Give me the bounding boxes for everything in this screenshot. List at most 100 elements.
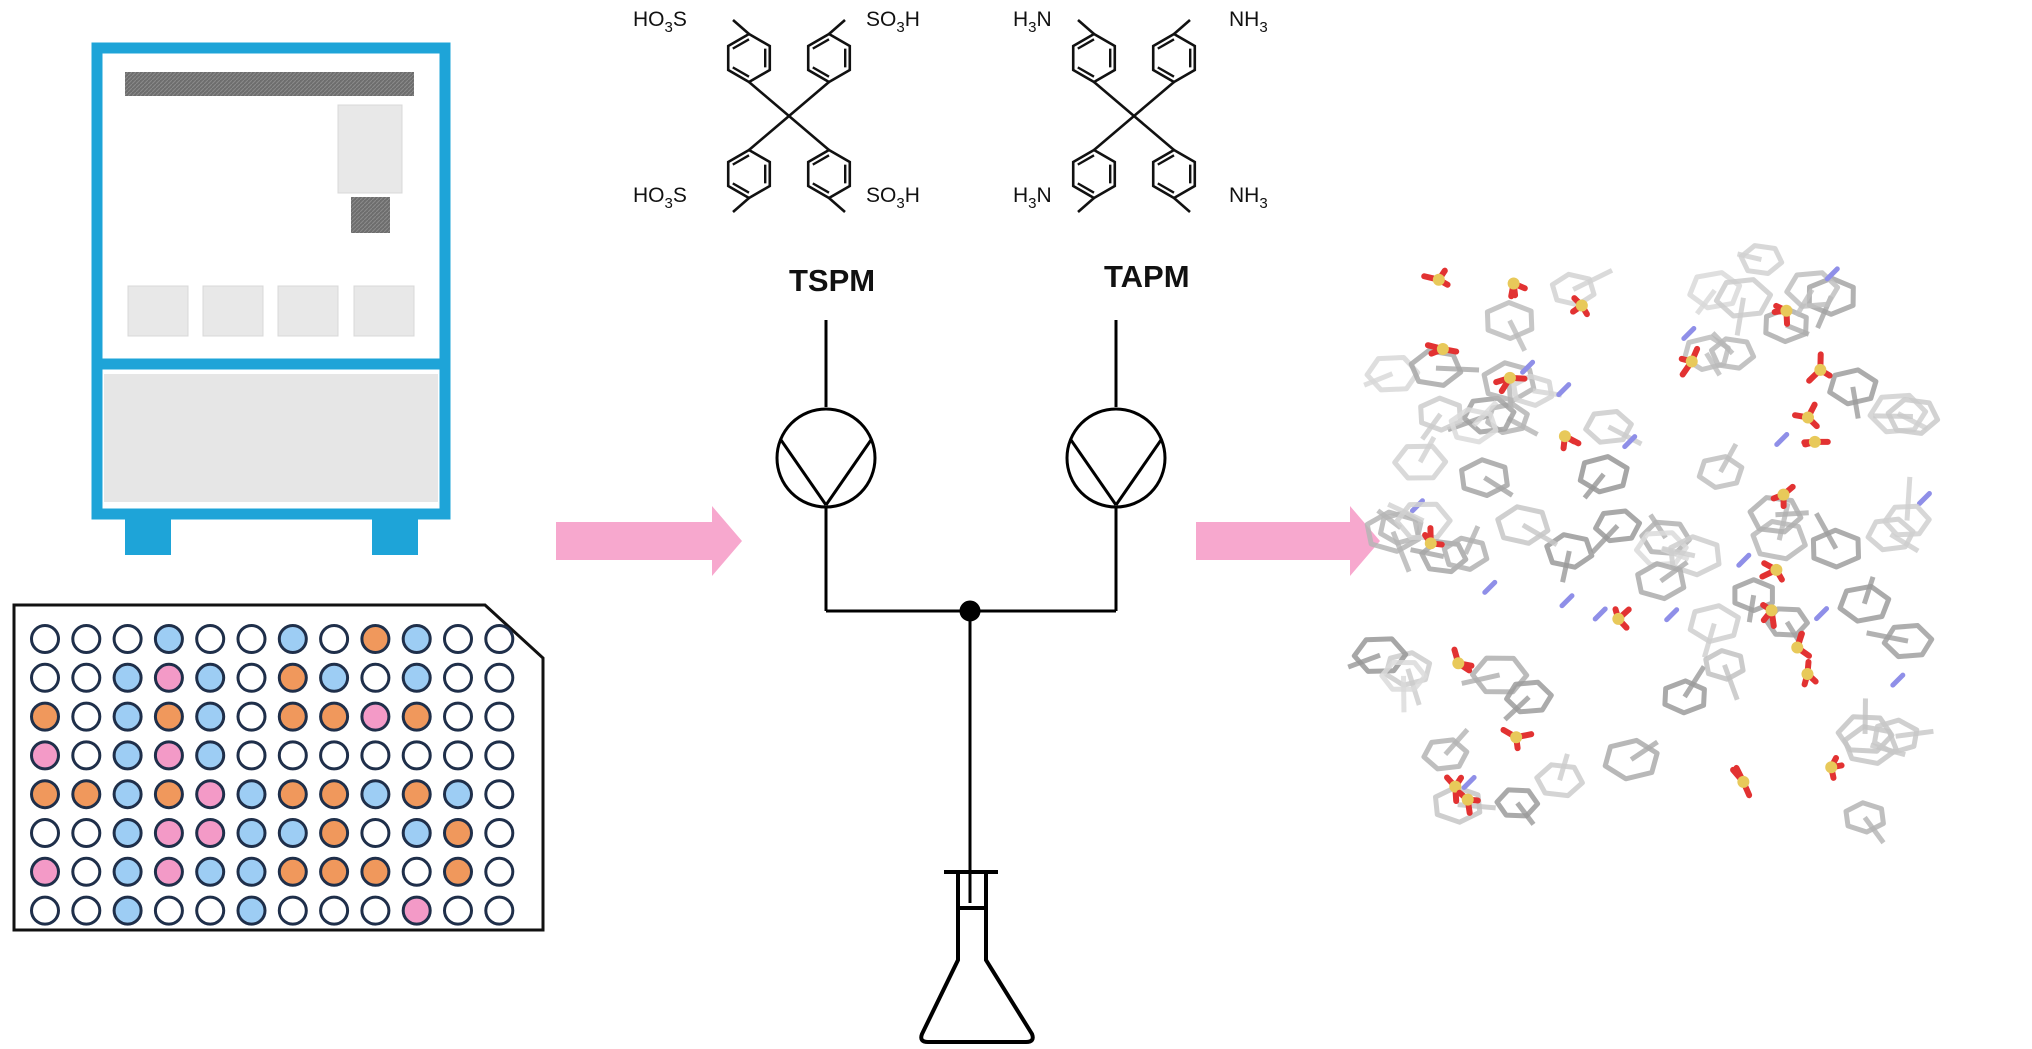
crystal-ring bbox=[1843, 800, 1886, 835]
crystal-ring bbox=[1583, 409, 1634, 445]
crystal-ring bbox=[1837, 583, 1892, 624]
tapm-structure bbox=[1071, 19, 1197, 213]
sulfur-atom bbox=[1461, 793, 1474, 806]
well bbox=[277, 779, 308, 810]
nitrogen-atom bbox=[1824, 266, 1840, 282]
crystal-ring bbox=[1394, 501, 1453, 540]
crystal-ring bbox=[1441, 535, 1490, 572]
nitrogen-atom bbox=[1622, 434, 1638, 450]
well bbox=[360, 662, 391, 693]
crystal-ring bbox=[1511, 373, 1555, 408]
nitrogen-atom bbox=[1559, 593, 1575, 609]
crystal-ring bbox=[1835, 714, 1895, 754]
well bbox=[236, 662, 267, 693]
crystal-ring bbox=[1593, 508, 1642, 544]
sulfur-atom bbox=[1612, 612, 1625, 625]
crystal-ring bbox=[1750, 519, 1808, 562]
well bbox=[236, 779, 267, 810]
sulfur-atom bbox=[1510, 731, 1523, 744]
well bbox=[153, 779, 184, 810]
well bbox=[71, 779, 102, 810]
well bbox=[401, 818, 432, 848]
well bbox=[71, 818, 102, 848]
well bbox=[484, 662, 515, 693]
sulfur-atom bbox=[1791, 641, 1804, 654]
sulfur-atom bbox=[1770, 563, 1783, 576]
robot-foot-right bbox=[372, 519, 418, 555]
crystal-ring bbox=[1351, 636, 1409, 674]
well bbox=[319, 856, 350, 887]
well bbox=[319, 740, 350, 771]
well bbox=[277, 701, 308, 732]
robot-slot-4 bbox=[353, 285, 415, 337]
well bbox=[195, 818, 226, 848]
sulfur-atom bbox=[1808, 435, 1821, 448]
nitrogen-atom bbox=[1774, 431, 1790, 447]
sulfur-atom bbox=[1507, 277, 1520, 290]
benzene-ring bbox=[806, 32, 852, 84]
well bbox=[484, 740, 515, 771]
well bbox=[195, 895, 226, 926]
nitrogen-atom bbox=[1556, 382, 1572, 398]
tspm-label-top-right: SO3H bbox=[866, 8, 920, 36]
pump-right-icon bbox=[1065, 407, 1167, 509]
crystal-ring bbox=[1709, 336, 1757, 371]
robot-slot-1 bbox=[127, 285, 189, 337]
well bbox=[112, 818, 143, 848]
sulfur-atom bbox=[1801, 668, 1814, 681]
well bbox=[71, 895, 102, 926]
crystal-ring bbox=[1696, 454, 1745, 490]
crystal-ring bbox=[1461, 395, 1517, 435]
well bbox=[30, 779, 60, 810]
crystal-ring bbox=[1408, 348, 1464, 388]
well bbox=[484, 701, 515, 732]
robot-slot-2 bbox=[202, 285, 264, 337]
well bbox=[195, 624, 226, 654]
benzene-ring bbox=[806, 148, 852, 200]
sulfur-atom bbox=[1777, 488, 1790, 501]
crystal-ring bbox=[1668, 534, 1722, 578]
well bbox=[277, 740, 308, 771]
flow-schematic bbox=[775, 320, 1167, 1044]
well bbox=[71, 701, 102, 732]
well bbox=[236, 818, 267, 848]
sulfur-atom bbox=[1685, 355, 1698, 368]
well bbox=[195, 701, 226, 732]
well bbox=[112, 662, 143, 693]
sulfur-atom bbox=[1424, 537, 1437, 550]
well bbox=[401, 856, 432, 887]
crystal-ring bbox=[1872, 717, 1920, 755]
well bbox=[112, 895, 143, 926]
well bbox=[112, 740, 143, 771]
well-plate bbox=[12, 603, 545, 932]
tapm-label-bottom-right: NH3 bbox=[1229, 184, 1268, 212]
well bbox=[319, 895, 350, 926]
crystal-ring bbox=[1433, 784, 1483, 825]
well bbox=[236, 740, 267, 771]
benzene-ring bbox=[1151, 32, 1197, 84]
pump-left-icon bbox=[775, 407, 877, 509]
well bbox=[30, 662, 60, 693]
crystal-ring bbox=[1713, 277, 1773, 319]
crystal-ring bbox=[1484, 300, 1535, 341]
well bbox=[401, 895, 432, 926]
well bbox=[443, 818, 473, 848]
well bbox=[443, 856, 473, 887]
well bbox=[71, 740, 102, 771]
well bbox=[484, 856, 515, 887]
well bbox=[236, 624, 267, 654]
arrow-left-shape bbox=[556, 506, 742, 576]
well bbox=[30, 740, 60, 771]
well bbox=[153, 662, 184, 693]
crystal-ring bbox=[1867, 392, 1929, 435]
well bbox=[153, 740, 184, 771]
well bbox=[277, 624, 308, 654]
well bbox=[443, 624, 473, 654]
arrow-right-shape bbox=[1196, 506, 1380, 576]
robot-dark-block bbox=[351, 197, 390, 233]
well bbox=[443, 662, 473, 693]
crystal-ring bbox=[1494, 787, 1541, 819]
well bbox=[153, 856, 184, 887]
crystal-ring bbox=[1459, 457, 1510, 498]
well bbox=[360, 895, 391, 926]
